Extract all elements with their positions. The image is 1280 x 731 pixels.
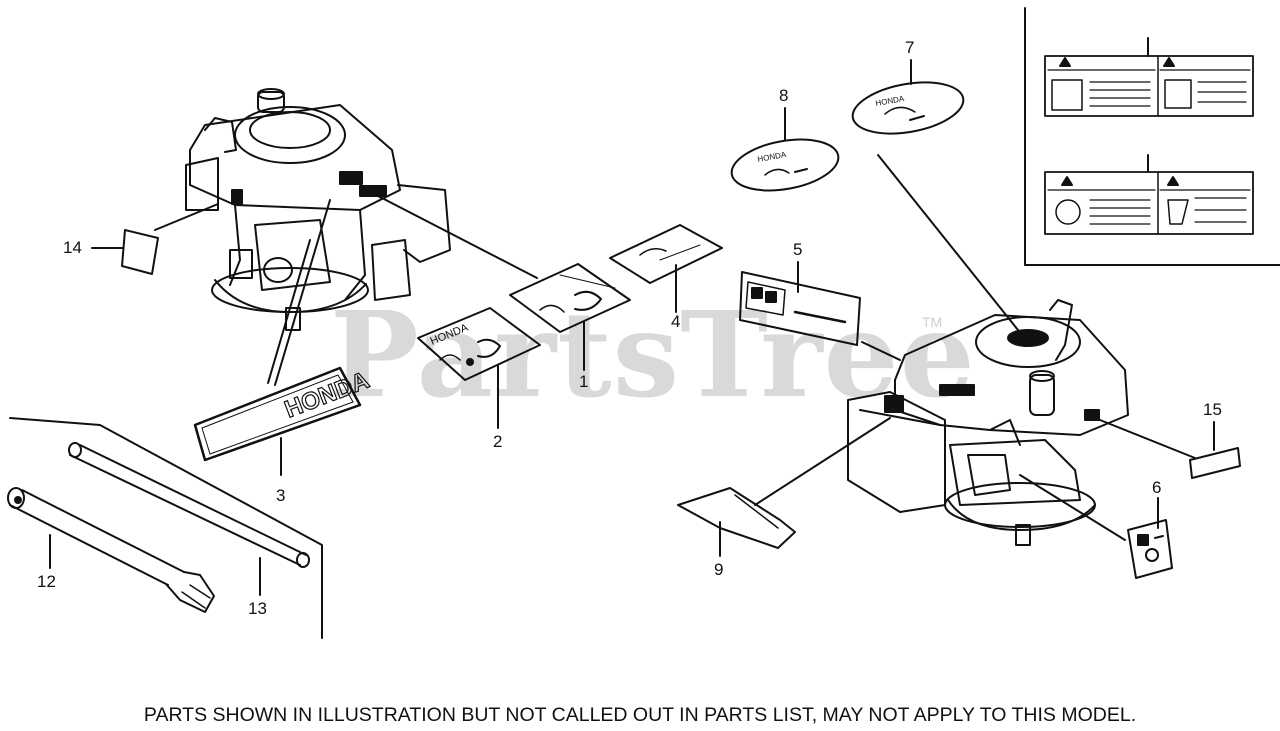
decal-8-brand-text: HONDA xyxy=(757,150,788,164)
decal-8 xyxy=(730,138,840,192)
decal-9 xyxy=(677,487,796,549)
decal-7 xyxy=(851,81,965,135)
right-engine xyxy=(847,299,1129,546)
callout-15: 15 xyxy=(1203,400,1222,419)
footer-note: PARTS SHOWN IN ILLUSTRATION BUT NOT CALL… xyxy=(143,704,1137,726)
callout-4: 4 xyxy=(671,312,681,331)
decal-14 xyxy=(121,229,159,275)
decal-15 xyxy=(1189,447,1241,479)
callout-1: 1 xyxy=(579,372,589,391)
hoses xyxy=(7,417,323,639)
callout-8: 8 xyxy=(779,86,789,105)
callout-7: 7 xyxy=(905,38,915,57)
warning-label-inset xyxy=(1024,7,1280,266)
callout-12: 12 xyxy=(37,572,56,591)
callout-6: 6 xyxy=(1152,478,1162,497)
callout-14: 14 xyxy=(63,238,82,257)
callout-9: 9 xyxy=(714,560,724,579)
decal-7-brand-text: HONDA xyxy=(875,94,906,108)
decal-4 xyxy=(609,224,723,284)
decal-6 xyxy=(1127,519,1173,579)
decal-5 xyxy=(739,271,861,346)
decal-2 xyxy=(417,307,541,381)
decal-3-honda-strip xyxy=(193,366,362,462)
callout-2: 2 xyxy=(493,432,503,451)
callout-13: 13 xyxy=(248,599,267,618)
callout-3: 3 xyxy=(276,486,286,505)
left-engine xyxy=(185,88,451,331)
decal-1 xyxy=(509,263,631,333)
callout-5: 5 xyxy=(793,240,803,259)
watermark-trademark: TM xyxy=(922,314,943,330)
decal-3-honda-text: HONDA xyxy=(281,367,373,424)
